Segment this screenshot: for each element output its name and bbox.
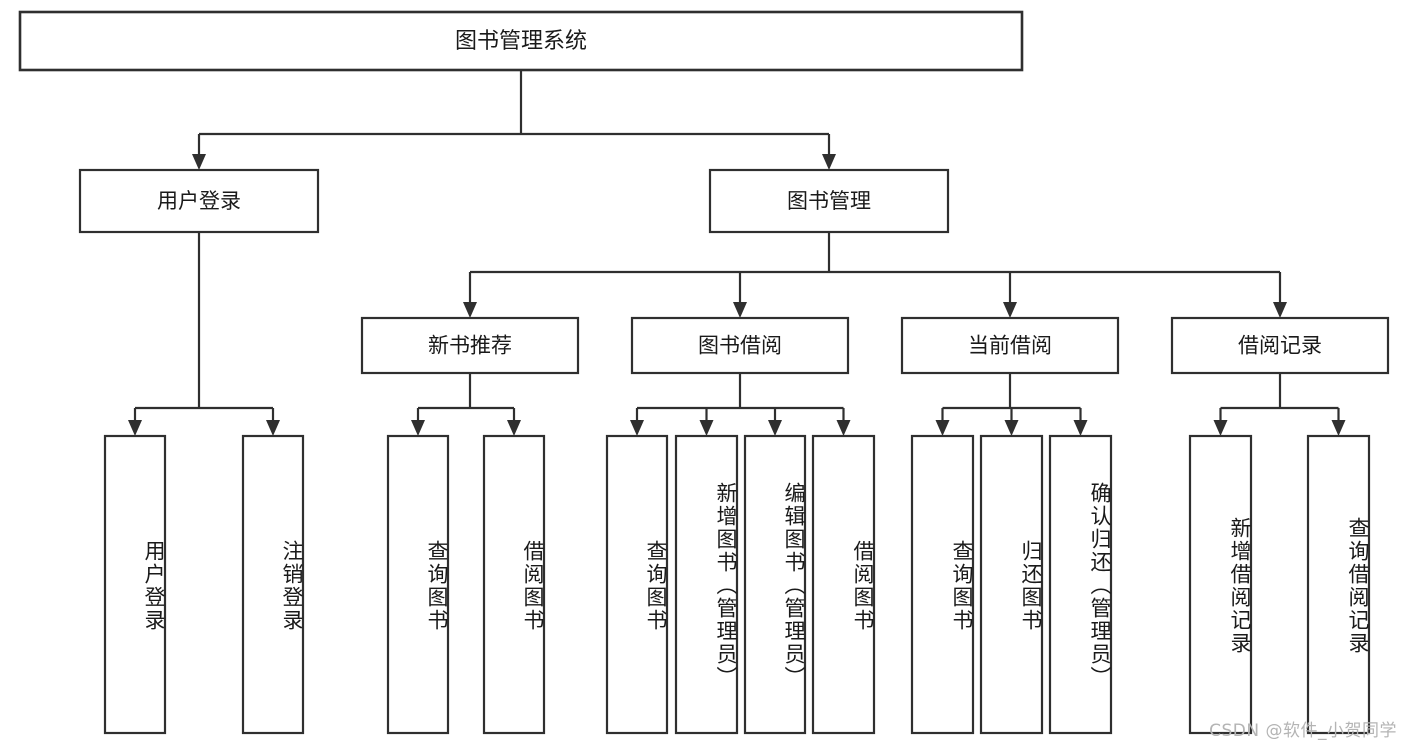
node-box-leaf-query-book-1[interactable]	[386, 434, 450, 735]
node-label-current-borrow: 当前借阅	[968, 334, 1052, 358]
node-box-new-book-rec[interactable]	[360, 316, 580, 375]
node-boxes-layer	[18, 10, 1390, 735]
node-box-root[interactable]	[18, 10, 1024, 72]
node-box-leaf-confirm-return[interactable]	[1048, 434, 1113, 735]
arrow-head-leaf-confirm-return	[1073, 420, 1088, 436]
arrow-head-leaf-user-login	[128, 420, 142, 436]
arrow-head-leaf-query-book-3	[935, 420, 950, 436]
node-box-leaf-user-login[interactable]	[103, 434, 167, 735]
node-label-borrow-record: 借阅记录	[1238, 334, 1322, 358]
node-label-new-book-rec: 新书推荐	[428, 334, 512, 358]
node-box-leaf-add-record[interactable]	[1188, 434, 1253, 735]
node-box-leaf-edit-book[interactable]	[743, 434, 807, 735]
node-box-book-manage[interactable]	[708, 168, 950, 234]
csdn-watermark: CSDN @软件_小贺同学	[1209, 721, 1397, 741]
node-label-root: 图书管理系统	[455, 29, 587, 54]
node-box-current-borrow[interactable]	[900, 316, 1120, 375]
arrow-head-leaf-query-book-1	[411, 420, 425, 436]
node-box-leaf-query-book-2[interactable]	[605, 434, 669, 735]
node-label-book-manage: 图书管理	[787, 189, 871, 213]
arrow-head-borrow-record	[1273, 302, 1287, 318]
node-box-leaf-logout[interactable]	[241, 434, 305, 735]
arrow-head-leaf-query-book-2	[630, 420, 644, 436]
node-box-leaf-add-book[interactable]	[674, 434, 739, 735]
arrow-head-user-login	[192, 154, 206, 170]
connectors-layer	[128, 70, 1346, 436]
arrow-head-leaf-add-record	[1213, 420, 1228, 436]
arrow-head-new-book-rec	[463, 302, 477, 318]
arrow-head-current-borrow	[1003, 302, 1017, 318]
node-box-leaf-query-record[interactable]	[1306, 434, 1371, 735]
node-label-book-borrow: 图书借阅	[698, 334, 782, 358]
arrow-head-leaf-borrow-book-1	[507, 420, 521, 436]
arrow-head-leaf-return-book	[1004, 420, 1019, 436]
node-box-book-borrow[interactable]	[630, 316, 850, 375]
arrow-head-leaf-query-record	[1331, 420, 1346, 436]
arrow-head-leaf-add-book	[699, 420, 714, 436]
node-box-leaf-return-book[interactable]	[979, 434, 1044, 735]
arrow-head-book-borrow	[733, 302, 747, 318]
node-label-user-login: 用户登录	[157, 189, 241, 213]
arrow-head-leaf-borrow-book-2	[836, 420, 851, 436]
arrow-head-leaf-edit-book	[768, 420, 782, 436]
node-box-leaf-borrow-book-1[interactable]	[482, 434, 546, 735]
node-box-leaf-query-book-3[interactable]	[910, 434, 975, 735]
arrow-head-book-manage	[822, 154, 836, 170]
node-box-leaf-borrow-book-2[interactable]	[811, 434, 876, 735]
arrow-head-leaf-logout	[266, 420, 280, 436]
node-box-borrow-record[interactable]	[1170, 316, 1390, 375]
node-box-user-login[interactable]	[78, 168, 320, 234]
